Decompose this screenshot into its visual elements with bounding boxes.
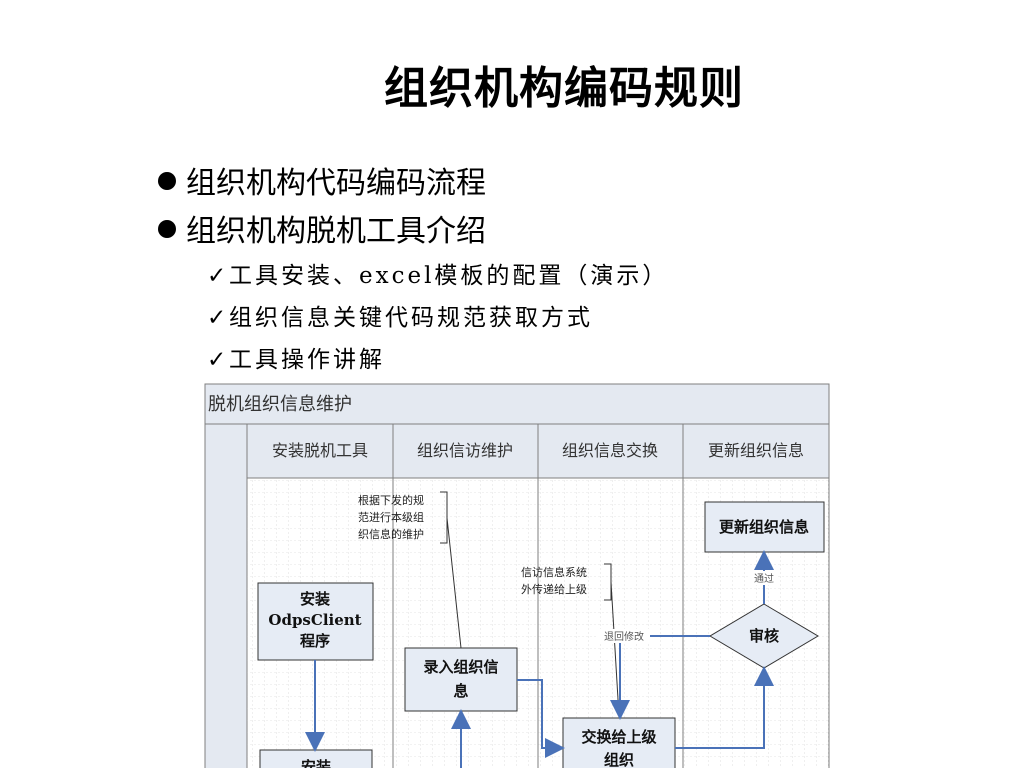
annotation-line: 根据下发的规	[358, 493, 424, 507]
annotation-line: 信访信息系统	[521, 565, 587, 579]
diagram-left-gutter	[204, 423, 248, 768]
exchange-box	[562, 717, 676, 768]
bullet-item: 组织机构代码编码流程	[158, 158, 486, 202]
entry-box	[404, 647, 518, 712]
sub-item-text: 工具操作讲解	[229, 347, 385, 373]
checkmark-icon: ✓	[207, 347, 230, 373]
bullet-dot-icon	[158, 220, 176, 238]
install-box	[257, 582, 374, 661]
bullet-text: 组织机构脱机工具介绍	[186, 214, 486, 249]
annotation-line: 织信息的维护	[358, 527, 424, 541]
checkmark-icon: ✓	[207, 305, 230, 331]
diagram-header-bg	[204, 383, 830, 425]
exchange-box-label: 交换给上级	[581, 728, 657, 746]
install-box-label: 程序	[300, 632, 330, 650]
page-title: 组织机构编码规则	[384, 63, 744, 114]
bullet-text: 组织机构代码编码流程	[186, 166, 486, 201]
annotation-line: 外传递给上级	[521, 582, 587, 596]
annotation-leader	[610, 581, 620, 717]
connector-arrow	[675, 666, 774, 749]
sub-item-text: 组织信息关键代码规范获取方式	[229, 305, 593, 331]
annotation-leader	[446, 517, 462, 649]
bullet-dot-icon	[158, 172, 176, 190]
sub-item: ✓组织信息关键代码规范获取方式	[207, 298, 593, 332]
lane-title: 组织信息交换	[562, 441, 658, 460]
update-box-label: 更新组织信息	[719, 518, 809, 536]
bullet-item: 组织机构脱机工具介绍	[158, 206, 486, 250]
install-box-label: 安装	[300, 590, 331, 608]
lane-title: 组织信访维护	[417, 441, 513, 460]
install2-box-label: 安装	[301, 758, 332, 768]
lane-title: 更新组织信息	[708, 441, 804, 460]
entry-box-label: 息	[453, 682, 468, 700]
sub-item: ✓工具操作讲解	[207, 340, 385, 374]
review-label: 审核	[749, 627, 779, 645]
diagram-header: 脱机组织信息维护	[208, 394, 352, 415]
install-box-label: OdpsClient	[268, 611, 361, 629]
update-box	[704, 501, 825, 553]
entry-box-label: 录入组织信	[423, 658, 498, 676]
pass-label: 通过	[754, 572, 774, 585]
lane-title: 安装脱机工具	[272, 441, 368, 460]
annotation-line: 范进行本级组	[358, 510, 424, 524]
annotation-bracket	[440, 491, 448, 544]
return-label: 退回修改	[604, 630, 644, 643]
sub-item: ✓工具安装、excel模板的配置（演示）	[207, 256, 668, 290]
checkmark-icon: ✓	[207, 263, 230, 289]
exchange-box-label: 组织	[604, 751, 634, 768]
connector-arrow	[517, 679, 565, 758]
sub-item-text: 工具安装、excel模板的配置（演示）	[229, 263, 669, 289]
